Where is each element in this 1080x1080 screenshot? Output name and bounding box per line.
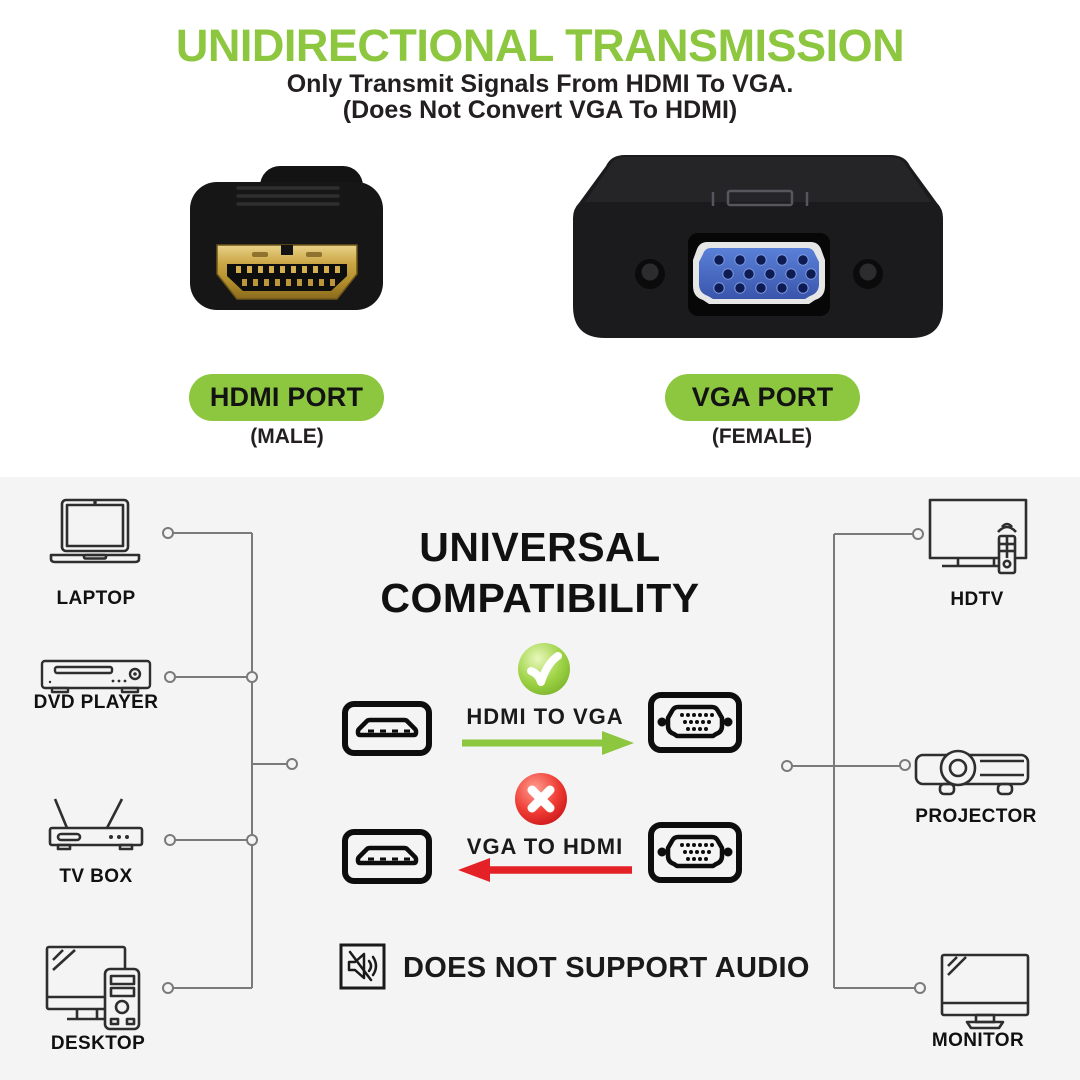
- hdmi-male-connector-photo: [190, 166, 383, 310]
- vga-to-hdmi-arrow-icon: [458, 858, 632, 882]
- hdmi-to-vga-arrow-icon: [462, 731, 634, 755]
- subtitle-line-1: Only Transmit Signals From HDMI To VGA.: [286, 70, 794, 98]
- desktop-icon: [45, 945, 141, 1031]
- compatibility-title-line1: UNIVERSAL: [419, 524, 661, 570]
- cross-icon: [515, 773, 567, 825]
- audio-note: DOES NOT SUPPORT AUDIO: [403, 952, 810, 984]
- vga-female-adapter-photo: [573, 155, 943, 338]
- device-label-desktop: DESKTOP: [50, 1033, 146, 1054]
- vga-to-hdmi-label: VGA TO HDMI: [466, 834, 624, 859]
- device-label-hdtv: HDTV: [950, 589, 1004, 610]
- vga-port-badge: VGA PORT: [665, 374, 860, 421]
- laptop-icon: [49, 498, 141, 564]
- tv-box-icon: [48, 798, 144, 851]
- hdmi-port-type: (MALE): [250, 425, 324, 448]
- compatibility-title: UNIVERSAL COMPATIBILITY: [290, 522, 790, 624]
- projector-icon: [914, 749, 1030, 796]
- page-subtitle: Only Transmit Signals From HDMI To VGA. …: [0, 71, 1080, 123]
- muted-speaker-icon: [339, 943, 386, 990]
- device-label-tv-box: TV BOX: [59, 866, 133, 887]
- hdmi-port-badge: HDMI PORT: [189, 374, 384, 421]
- hdmi-connector-icon: [342, 701, 432, 756]
- hdmi-connector-icon: [342, 829, 432, 884]
- device-label-laptop: LAPTOP: [56, 588, 136, 609]
- hdmi-to-vga-label: HDMI TO VGA: [466, 704, 624, 729]
- device-label-projector: PROJECTOR: [915, 806, 1037, 827]
- subtitle-line-2: (Does Not Convert VGA To HDMI): [342, 96, 738, 124]
- vga-connector-icon: [648, 822, 742, 883]
- compatibility-title-line2: COMPATIBILITY: [380, 575, 700, 621]
- device-label-monitor: MONITOR: [931, 1030, 1025, 1051]
- hdtv-icon: [928, 498, 1028, 575]
- page-title: UNIDIRECTIONAL TRANSMISSION: [175, 20, 905, 71]
- device-label-dvd-player: DVD PLAYER: [33, 692, 159, 713]
- dvd-player-icon: [40, 659, 152, 694]
- vga-connector-icon: [648, 692, 742, 753]
- check-icon: [518, 643, 570, 695]
- vga-port-type: (FEMALE): [711, 425, 813, 448]
- monitor-icon: [940, 953, 1030, 1030]
